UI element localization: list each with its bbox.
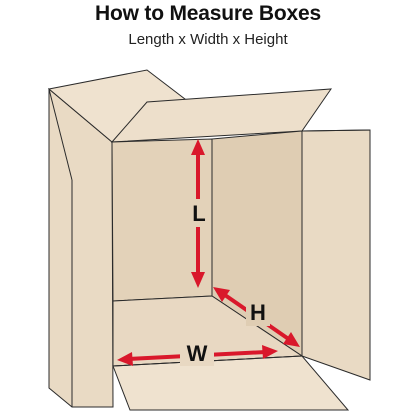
height-label: H bbox=[250, 300, 266, 325]
right-flap-fold bbox=[301, 129, 371, 132]
back-left-flap bbox=[48, 87, 114, 408]
width-label: W bbox=[187, 341, 208, 366]
width-label-bg bbox=[180, 340, 214, 366]
right-flap bbox=[301, 129, 371, 381]
page-title: How to Measure Boxes bbox=[95, 2, 321, 25]
length-label: L bbox=[192, 201, 205, 226]
height-label-bg bbox=[246, 300, 270, 326]
page-subtitle: Length x Width x Height bbox=[128, 31, 288, 48]
left-front-fold bbox=[48, 88, 73, 181]
top-rear-flap bbox=[110, 88, 333, 143]
length-label-bg bbox=[188, 199, 210, 227]
